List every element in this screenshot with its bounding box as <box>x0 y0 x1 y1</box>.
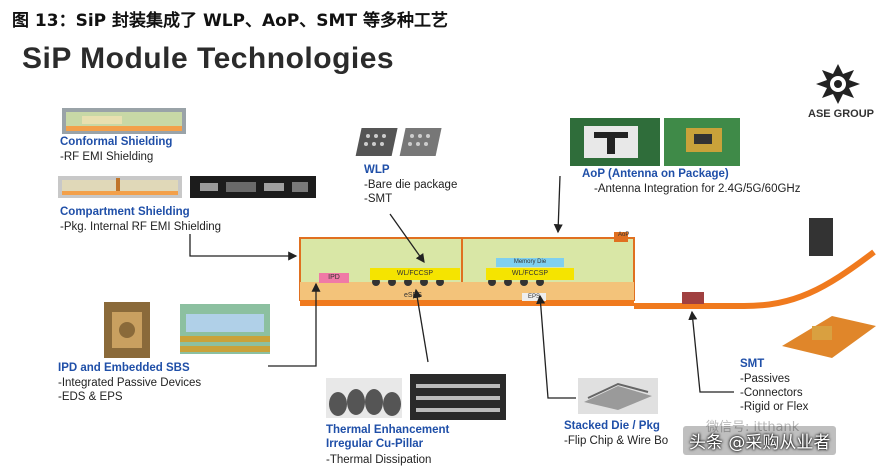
smt-flex-image <box>782 316 876 358</box>
sip-module-cross-section <box>299 232 635 306</box>
wl-fccsp-chip-2: WL/FCCSP <box>486 268 574 280</box>
thermal-pillar-image <box>326 378 402 418</box>
smt-line-2: -Connectors <box>740 387 803 399</box>
aop-module-label: AoP <box>618 232 630 238</box>
conformal-shielding-image <box>62 108 186 134</box>
embedded-sbs-image <box>180 304 270 354</box>
compartment-title: Compartment Shielding <box>60 206 190 218</box>
ase-logo-icon <box>816 64 860 104</box>
wlp-chip-image <box>355 128 442 156</box>
conformal-title: Conformal Shielding <box>60 136 173 148</box>
watermark-small: 微信号: itthank <box>706 420 800 435</box>
main-title: SiP Module Technologies <box>22 42 395 75</box>
aop-image-1 <box>570 118 660 166</box>
thermal-cross-section-image <box>410 374 506 420</box>
logo-text: ASE GROUP <box>808 108 875 120</box>
ipd-title: IPD and Embedded SBS <box>58 362 190 374</box>
wlp-line-1: -Bare die package <box>364 179 458 191</box>
conformal-line-1: -RF EMI Shielding <box>60 151 154 163</box>
ipd-image <box>104 302 150 358</box>
stacked-line-1: -Flip Chip & Wire Bo <box>564 435 669 447</box>
aop-title: AoP (Antenna on Package) <box>582 168 729 180</box>
aop-image-2 <box>664 118 740 166</box>
flex-cable <box>634 218 876 309</box>
wlp-line-2: -SMT <box>364 193 393 205</box>
ipd-line-1: -Integrated Passive Devices <box>58 377 202 389</box>
thermal-line-1: -Thermal Dissipation <box>326 454 432 466</box>
compartment-line-1: -Pkg. Internal RF EMI Shielding <box>60 221 222 233</box>
compartment-shielding-image-1 <box>58 176 182 198</box>
wl-fccsp-chip-1: WL/FCCSP <box>370 268 460 280</box>
smt-title: SMT <box>740 358 765 370</box>
smt-line-1: -Passives <box>740 373 790 385</box>
memory-die: Memory Die <box>496 258 564 267</box>
smt-line-3: -Rigid or Flex <box>740 401 809 413</box>
eps-label: EPS <box>522 293 546 301</box>
figure-title: 图 13：SiP 封装集成了 WLP、AoP、SMT 等多种工艺 <box>12 11 448 31</box>
esbs-label: eSBS <box>404 292 422 299</box>
thermal-title-2: Irregular Cu-Pillar <box>326 438 424 450</box>
ipd-chip: IPD <box>319 273 349 283</box>
ipd-line-2: -EDS & EPS <box>58 391 123 403</box>
thermal-title: Thermal Enhancement <box>326 424 450 436</box>
aop-line-1: -Antenna Integration for 2.4G/5G/60GHz <box>594 183 801 195</box>
stacked-title: Stacked Die / Pkg <box>564 420 660 432</box>
wlp-title: WLP <box>364 164 390 176</box>
watermark: 头条 @采购从业者 <box>683 426 837 455</box>
stacked-die-image <box>578 378 658 414</box>
compartment-shielding-image-2 <box>190 176 316 198</box>
